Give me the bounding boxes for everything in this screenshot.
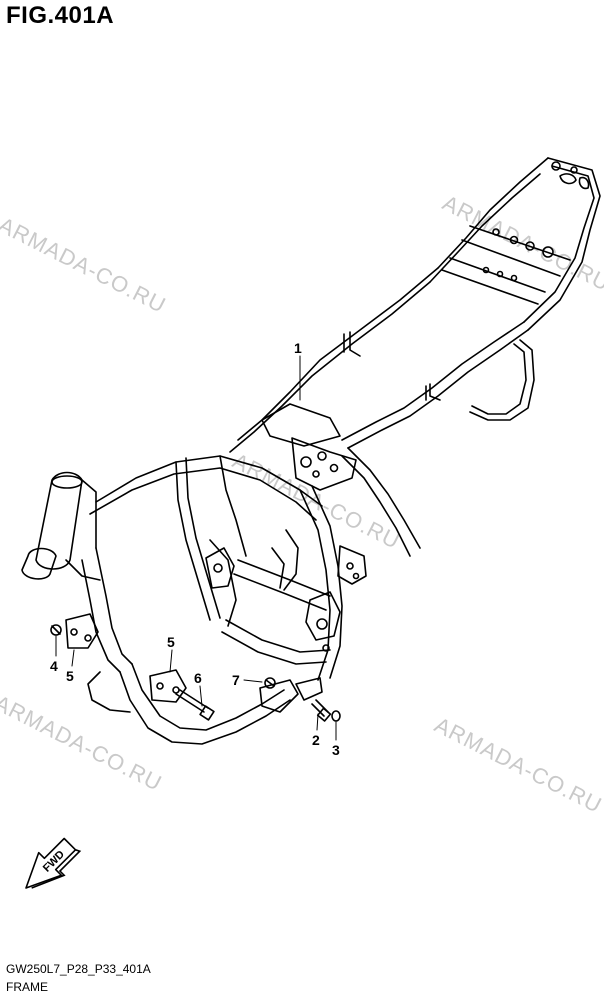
rear-loop <box>469 339 535 421</box>
part-5-plate-right <box>149 669 187 703</box>
steering-head <box>21 471 101 581</box>
part-6-bolt <box>175 689 215 721</box>
engine-mount-plates <box>205 545 367 713</box>
central-gusset <box>261 403 421 557</box>
figure-code: GW250L7_P28_P33_401A <box>6 962 151 976</box>
rear-subframe <box>429 157 601 331</box>
callout-7: 7 <box>232 672 240 688</box>
part-2-bolt <box>311 699 332 722</box>
figure-title: FIG.401A <box>6 2 115 29</box>
callout-5-right: 5 <box>167 634 175 650</box>
forward-arrow: FWD <box>25 837 82 889</box>
figure-name: FRAME <box>6 980 48 994</box>
callout-4: 4 <box>50 658 58 674</box>
part-4-nut <box>50 624 62 636</box>
top-rails <box>229 267 529 453</box>
callout-6: 6 <box>194 670 202 686</box>
part-7-nut <box>264 677 276 689</box>
part-5-plate-left <box>65 613 99 649</box>
callout-1: 1 <box>294 340 302 356</box>
callout-3: 3 <box>332 742 340 758</box>
callout-5-left: 5 <box>66 668 74 684</box>
part-3-washer <box>331 710 341 722</box>
leader-lines <box>55 355 337 741</box>
front-downtube <box>81 455 323 745</box>
frame-spars <box>175 455 343 681</box>
callout-2: 2 <box>312 732 320 748</box>
